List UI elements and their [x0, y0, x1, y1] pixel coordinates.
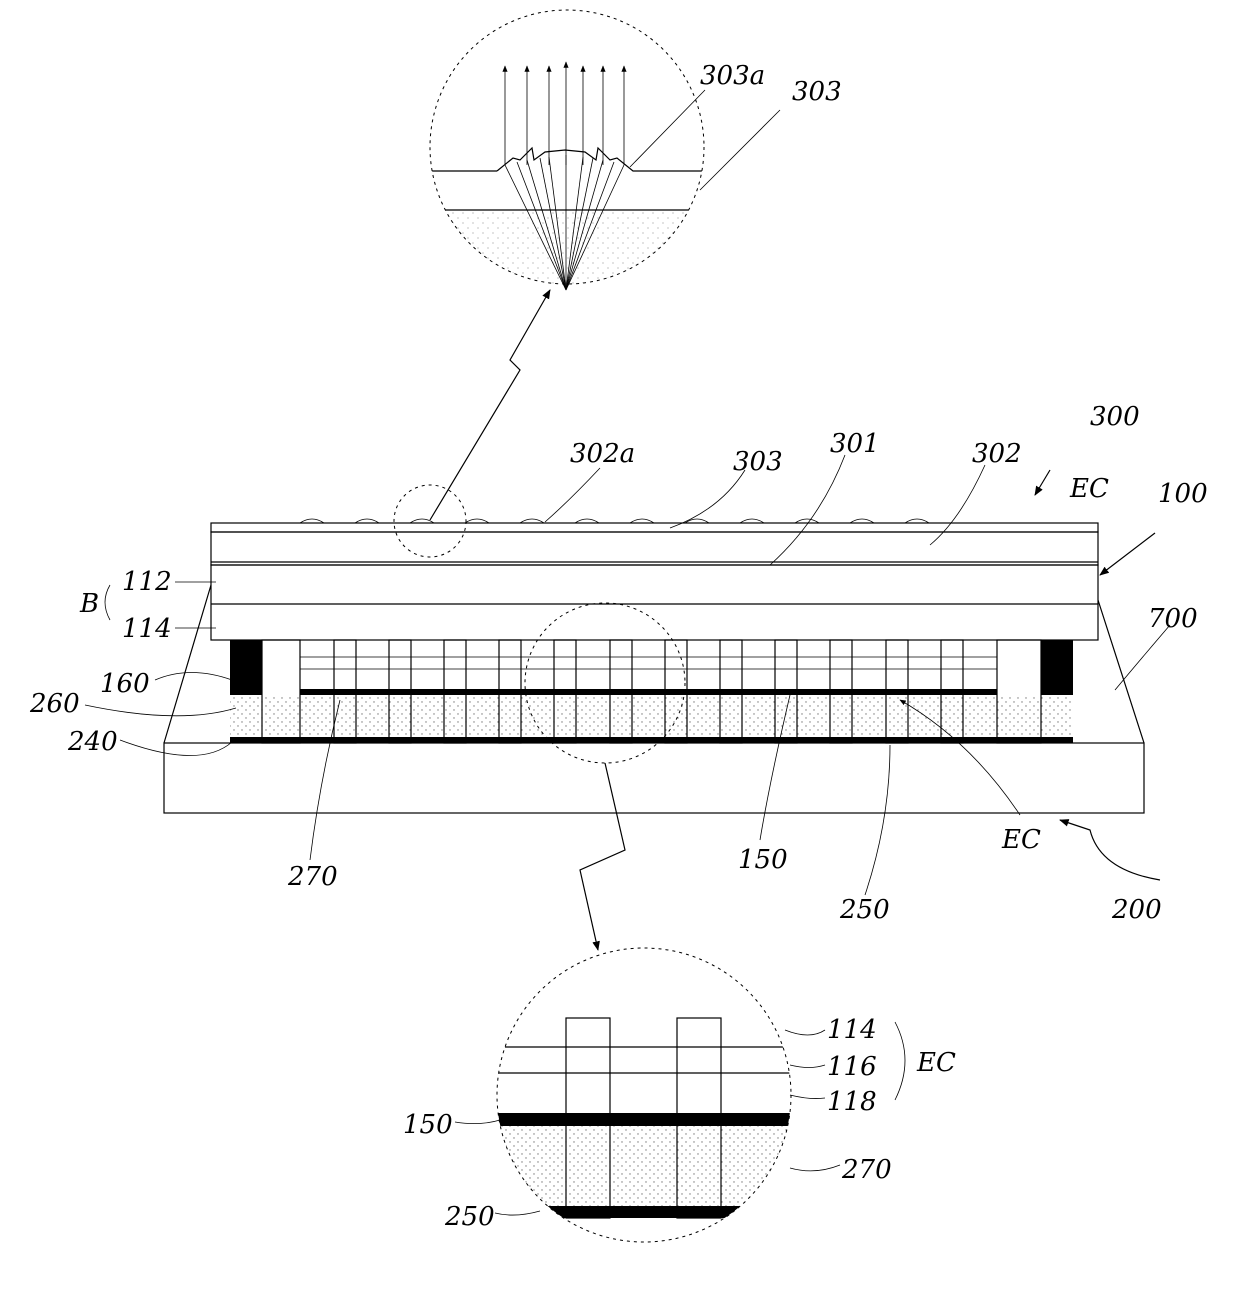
layer-302 — [211, 532, 1098, 565]
detail-label-114: 114 — [827, 1015, 877, 1045]
label-200: 200 — [1111, 895, 1162, 925]
top-zoom-connector — [430, 290, 550, 520]
detail-label-270: 270 — [841, 1155, 892, 1185]
substrate-200 — [164, 743, 1144, 813]
label-240: 240 — [67, 727, 118, 757]
detail-label-116: 116 — [827, 1052, 877, 1082]
label-303-mid: 303 — [733, 447, 783, 477]
label-ec-top: EC — [1069, 474, 1109, 504]
label-b: B — [79, 589, 99, 619]
label-160: 160 — [100, 669, 150, 699]
body-100 — [211, 565, 1098, 640]
label-303-top: 303 — [792, 77, 842, 107]
top-detail-circle: 303a 303 — [420, 10, 842, 290]
layer-303 — [211, 523, 1098, 532]
label-302a: 302a — [570, 439, 635, 469]
label-260: 260 — [29, 689, 80, 719]
label-302: 302 — [972, 439, 1022, 469]
label-270: 270 — [287, 862, 338, 892]
detail-label-250: 250 — [444, 1202, 495, 1232]
label-700: 700 — [1148, 604, 1198, 634]
black-block-160-right — [1041, 640, 1073, 695]
layer-150 — [300, 689, 997, 695]
black-block-160-left — [230, 640, 262, 695]
label-250: 250 — [839, 895, 890, 925]
detail-label-ec: EC — [916, 1048, 956, 1078]
label-112: 112 — [122, 567, 172, 597]
label-ec-mid: EC — [1001, 825, 1041, 855]
label-100: 100 — [1158, 479, 1208, 509]
main-cross-section — [164, 485, 1144, 813]
label-303a-top: 303a — [700, 61, 765, 91]
bottom-zoom-connector — [580, 763, 625, 950]
label-300: 300 — [1090, 402, 1140, 432]
label-150: 150 — [738, 845, 788, 875]
detail-label-118: 118 — [827, 1087, 877, 1117]
label-114: 114 — [122, 614, 172, 644]
detail-label-150: 150 — [403, 1110, 453, 1140]
label-301: 301 — [830, 429, 880, 459]
